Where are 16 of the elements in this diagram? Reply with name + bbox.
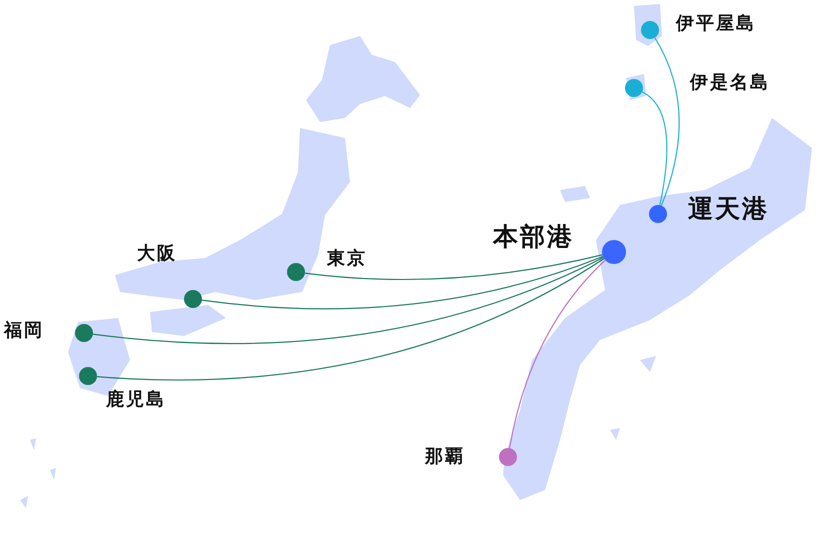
route-line <box>202 256 604 310</box>
route-line <box>92 256 604 344</box>
route-line <box>304 254 602 280</box>
place-label: 本部港 <box>493 224 574 249</box>
route-line <box>96 258 604 380</box>
place-label: 東京 <box>327 250 367 268</box>
route-line <box>654 37 680 206</box>
place-label: 鹿児島 <box>106 391 166 409</box>
place-label: 大阪 <box>137 245 177 263</box>
place-label: 運天港 <box>688 196 769 221</box>
place-label: 福岡 <box>4 322 44 340</box>
place-label: 伊是名島 <box>690 74 770 92</box>
route-line <box>509 260 606 448</box>
place-label: 那覇 <box>425 448 465 466</box>
place-label: 伊平屋島 <box>676 15 756 33</box>
route-line <box>642 91 668 206</box>
